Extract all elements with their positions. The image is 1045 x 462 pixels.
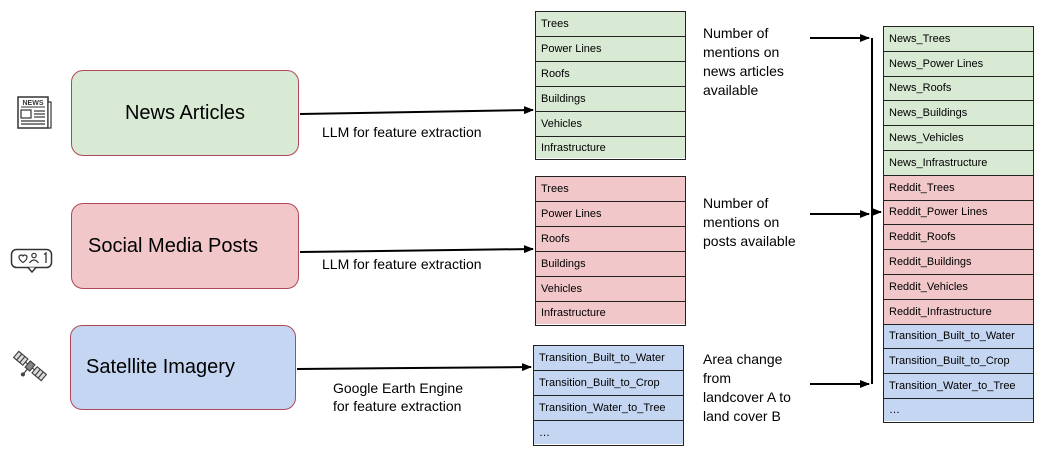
social-note: Number of mentions on posts available [703, 195, 796, 249]
news-feature-cell: Trees [536, 12, 685, 37]
social-feature-cell: Buildings [536, 252, 685, 277]
combined-feature-cell: News_Infrastructure [884, 150, 1033, 176]
satellite-note: Area change from landcover A to land cov… [703, 351, 791, 424]
news-feature-table: Trees Power Lines Roofs Buildings Vehicl… [535, 11, 686, 160]
social-feature-cell: Roofs [536, 227, 685, 252]
social-edge-label: LLM for feature extraction [322, 256, 482, 272]
satellite-edge-label-line2: for feature extraction [333, 398, 462, 414]
combined-feature-cell: Transition_Built_to_Water [884, 324, 1033, 350]
social-feature-cell: Trees [536, 177, 685, 202]
social-feature-cell: Power Lines [536, 202, 685, 227]
satellite-edge-label-line1: Google Earth Engine [333, 380, 463, 396]
combined-feature-cell: News_Buildings [884, 101, 1033, 127]
combined-feature-cell: Reddit_Infrastructure [884, 299, 1033, 325]
news-feature-cell: Infrastructure [536, 137, 685, 158]
newspaper-icon: NEWS [16, 96, 52, 137]
social-arrow [299, 245, 534, 254]
news-note: Number of mentions on news articles avai… [703, 25, 784, 98]
satellite-imagery-label: Satellite Imagery [86, 356, 235, 378]
combined-feature-cell: Reddit_Power Lines [884, 200, 1033, 226]
combined-feature-cell: News_Vehicles [884, 126, 1033, 151]
satellite-arrow [296, 363, 532, 372]
satellite-feature-cell: Transition_Built_to_Crop [534, 371, 683, 396]
news-feature-cell: Roofs [536, 62, 685, 87]
news-feature-cell: Vehicles [536, 112, 685, 137]
combined-feature-cell: News_Trees [884, 27, 1033, 52]
svg-text:NEWS: NEWS [23, 100, 44, 107]
satellite-feature-cell: Transition_Built_to_Water [534, 346, 683, 371]
satellite-feature-cell: Transition_Water_to_Tree [534, 396, 683, 421]
combined-feature-cell: Reddit_Vehicles [884, 274, 1033, 300]
combined-feature-cell: Transition_Water_to_Tree [884, 374, 1033, 399]
news-feature-cell: Power Lines [536, 37, 685, 62]
combined-feature-cell: … [884, 398, 1033, 421]
social-feature-table: Trees Power Lines Roofs Buildings Vehicl… [535, 176, 686, 326]
social-media-posts-label: Social Media Posts [88, 234, 259, 257]
news-feature-cell: Buildings [536, 87, 685, 112]
satellite-icon [10, 346, 50, 391]
news-arrow [299, 106, 534, 115]
social-feature-cell: Vehicles [536, 277, 685, 302]
combined-feature-cell: Transition_Built_to_Crop [884, 349, 1033, 375]
satellite-imagery-box: Satellite Imagery [70, 325, 296, 410]
news-articles-box: News Articles [71, 70, 299, 156]
social-feature-cell: Infrastructure [536, 302, 685, 324]
satellite-feature-table: Transition_Built_to_Water Transition_Bui… [533, 345, 684, 446]
combined-feature-cell: Reddit_Roofs [884, 225, 1033, 251]
social-media-posts-box: Social Media Posts [71, 203, 299, 289]
combined-feature-cell: News_Roofs [884, 76, 1033, 102]
combined-feature-cell: News_Power Lines [884, 51, 1033, 77]
combined-feature-cell: Reddit_Buildings [884, 250, 1033, 275]
satellite-feature-cell: … [534, 421, 683, 444]
news-edge-label: LLM for feature extraction [322, 124, 482, 140]
news-articles-label: News Articles [124, 101, 246, 124]
social-post-icon [10, 248, 54, 279]
combined-feature-cell: Reddit_Trees [884, 175, 1033, 201]
